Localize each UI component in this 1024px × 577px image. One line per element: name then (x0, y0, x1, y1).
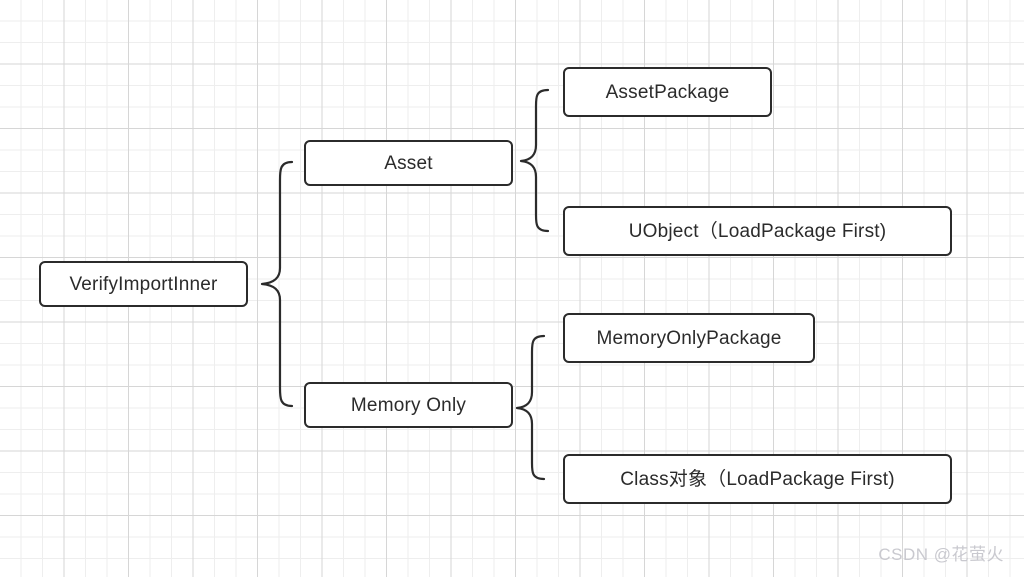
brace-root (258, 150, 308, 420)
node-leaf-uobject-label: UObject（LoadPackage First) (628, 220, 887, 242)
node-leaf-asset-package[interactable]: AssetPackage (563, 67, 772, 117)
csdn-watermark: CSDN @花萤火 (878, 545, 1004, 564)
node-leaf-uobject[interactable]: UObject（LoadPackage First) (563, 206, 952, 256)
node-branch-asset[interactable]: Asset (304, 140, 513, 186)
brace-asset-svg (519, 88, 550, 233)
node-branch-asset-label: Asset (384, 152, 433, 174)
node-leaf-asset-package-label: AssetPackage (605, 81, 730, 103)
brace-root-svg (260, 160, 294, 408)
brace-memory-only (514, 326, 564, 486)
node-leaf-memory-only-package-label: MemoryOnlyPackage (596, 327, 782, 349)
node-branch-memory-only[interactable]: Memory Only (304, 382, 513, 428)
brace-asset (518, 80, 568, 240)
node-leaf-class-object[interactable]: Class对象（LoadPackage First) (563, 454, 952, 504)
brace-memory-only-svg (515, 334, 546, 481)
node-root[interactable]: VerifyImportInner (39, 261, 248, 307)
node-root-label: VerifyImportInner (69, 273, 218, 295)
node-leaf-memory-only-package[interactable]: MemoryOnlyPackage (563, 313, 815, 363)
node-leaf-class-object-label: Class对象（LoadPackage First) (620, 468, 895, 490)
node-branch-memory-only-label: Memory Only (350, 394, 467, 416)
